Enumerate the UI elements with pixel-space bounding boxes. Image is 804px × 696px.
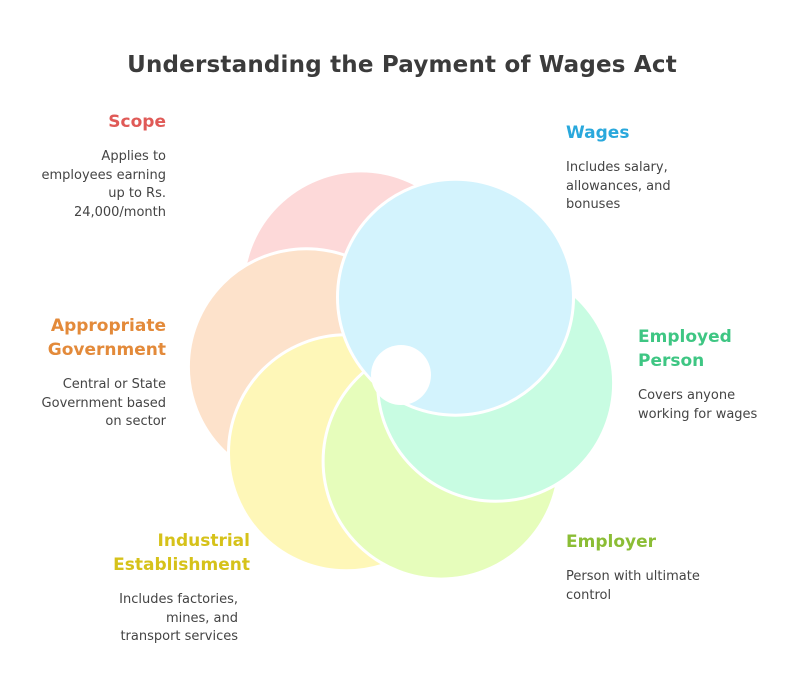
item-scope-label: Scope xyxy=(108,112,166,132)
item-wages-label: Wages xyxy=(566,123,630,143)
item-appropriate-government-desc: Central or State Government based on sec… xyxy=(41,377,166,429)
item-employer-label: Employer xyxy=(566,532,656,552)
item-wages: Wages Includes salary, allowances, and b… xyxy=(566,121,766,215)
item-employed-person-label: Employed Person xyxy=(638,327,732,371)
item-industrial-establishment-label: Industrial Establishment xyxy=(113,531,250,575)
item-industrial-establishment: Industrial Establishment Includes factor… xyxy=(40,529,250,647)
item-scope: Scope Applies to employees earning up to… xyxy=(42,110,167,222)
item-wages-desc: Includes salary, allowances, and bonuses xyxy=(566,160,671,212)
item-employer: Employer Person with ultimate control xyxy=(566,530,766,605)
item-scope-desc: Applies to employees earning up to Rs. 2… xyxy=(41,149,167,220)
item-appropriate-government: Appropriate Government Central or State … xyxy=(6,314,166,432)
item-industrial-establishment-desc: Includes factories, mines, and transport… xyxy=(119,592,238,644)
item-employed-person: Employed Person Covers anyone working fo… xyxy=(638,325,798,424)
item-employer-desc: Person with ultimate control xyxy=(566,569,700,603)
item-appropriate-government-label: Appropriate Government xyxy=(47,316,166,360)
diagram-title: Understanding the Payment of Wages Act xyxy=(127,52,677,78)
item-employed-person-desc: Covers anyone working for wages xyxy=(638,388,758,422)
center-hole xyxy=(371,345,431,405)
